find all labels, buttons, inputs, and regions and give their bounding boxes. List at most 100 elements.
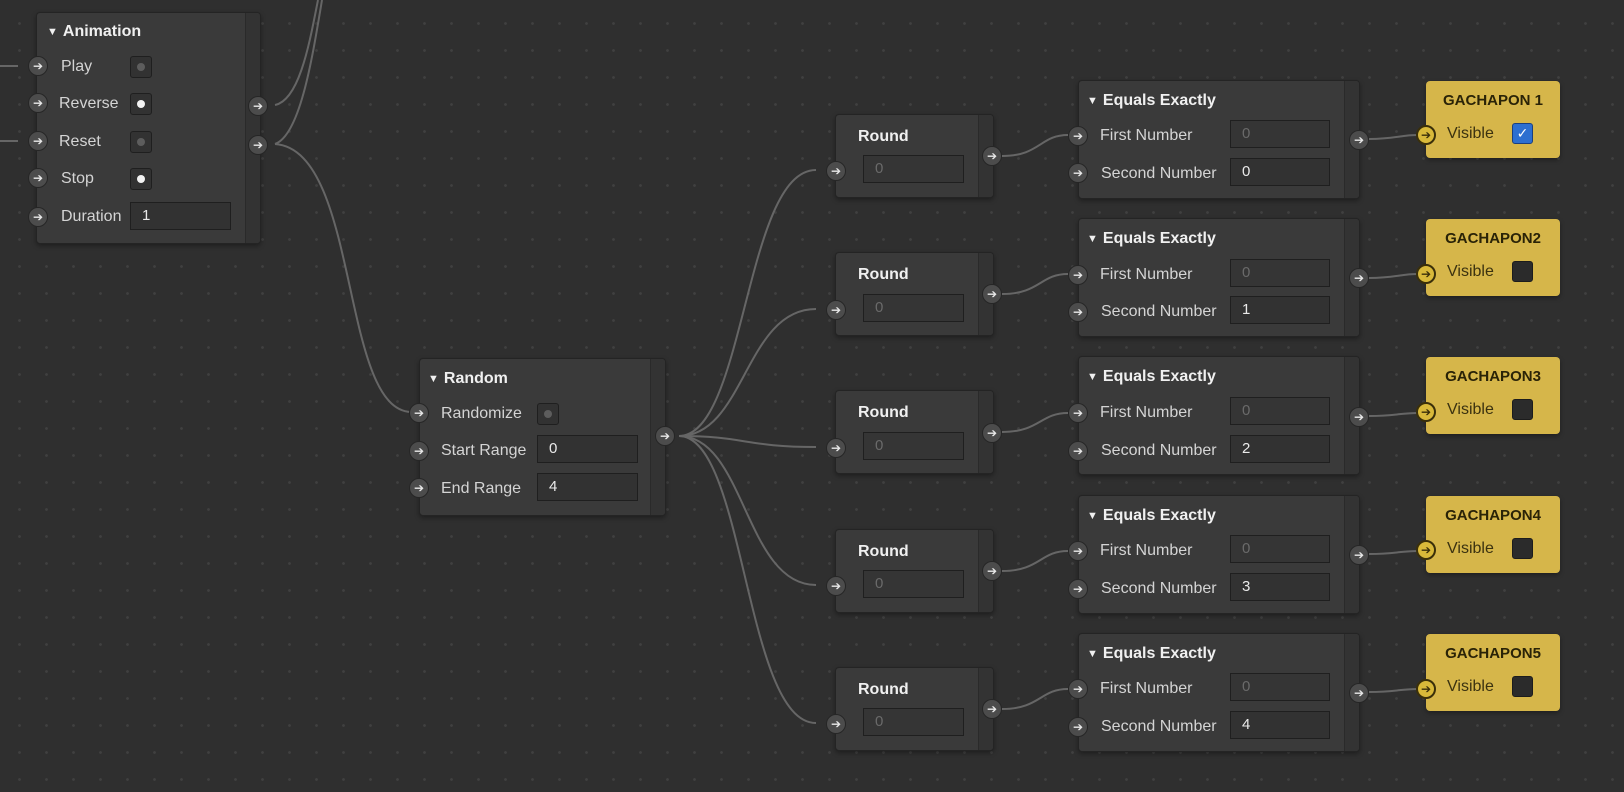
first-number-label: First Number bbox=[1100, 404, 1193, 421]
play-label: Play bbox=[61, 58, 93, 75]
visible-checkbox[interactable] bbox=[1512, 676, 1533, 697]
round-input-port[interactable]: ➔ bbox=[826, 576, 846, 596]
reverse-toggle[interactable] bbox=[130, 93, 152, 115]
stop-input-port[interactable]: ➔ bbox=[28, 168, 48, 188]
gachapon-node-1[interactable]: GACHAPON 1 Visible ✓ bbox=[1426, 81, 1560, 158]
second-number-input-port[interactable]: ➔ bbox=[1068, 717, 1088, 737]
first-number-field[interactable]: 0 bbox=[1230, 120, 1330, 148]
equals-output-port[interactable]: ➔ bbox=[1349, 545, 1369, 565]
wire bbox=[1001, 412, 1069, 433]
animation-output-port-2[interactable]: ➔ bbox=[248, 135, 268, 155]
play-input-port[interactable]: ➔ bbox=[28, 56, 48, 76]
first-number-input-port[interactable]: ➔ bbox=[1068, 265, 1088, 285]
round-output-port[interactable]: ➔ bbox=[982, 561, 1002, 581]
random-output-port[interactable]: ➔ bbox=[655, 426, 675, 446]
second-number-field[interactable]: 2 bbox=[1230, 435, 1330, 463]
round-output-port[interactable]: ➔ bbox=[982, 699, 1002, 719]
first-number-input-port[interactable]: ➔ bbox=[1068, 126, 1088, 146]
second-number-field[interactable]: 3 bbox=[1230, 573, 1330, 601]
wire bbox=[1368, 688, 1419, 693]
triangle-down-icon[interactable]: ▼ bbox=[428, 373, 439, 385]
round-value-field[interactable]: 0 bbox=[863, 155, 964, 183]
equals-output-port[interactable]: ➔ bbox=[1349, 268, 1369, 288]
play-toggle[interactable] bbox=[130, 56, 152, 78]
triangle-down-icon[interactable]: ▼ bbox=[47, 26, 58, 38]
round-output-port[interactable]: ➔ bbox=[982, 423, 1002, 443]
second-number-input-port[interactable]: ➔ bbox=[1068, 579, 1088, 599]
start-range-label: Start Range bbox=[441, 442, 527, 459]
start-range-field[interactable]: 0 bbox=[537, 435, 638, 463]
visible-checkbox[interactable]: ✓ bbox=[1512, 123, 1533, 144]
animation-node-title: ▼Animation bbox=[47, 23, 142, 40]
second-number-field[interactable]: 4 bbox=[1230, 711, 1330, 739]
gachapon-title: GACHAPON2 bbox=[1445, 230, 1541, 247]
first-number-input-port[interactable]: ➔ bbox=[1068, 403, 1088, 423]
round-input-port[interactable]: ➔ bbox=[826, 438, 846, 458]
visible-input-port[interactable]: ➔ bbox=[1416, 125, 1436, 145]
triangle-down-icon[interactable]: ▼ bbox=[1087, 648, 1098, 660]
round-input-port[interactable]: ➔ bbox=[826, 714, 846, 734]
second-number-input-port[interactable]: ➔ bbox=[1068, 163, 1088, 183]
triangle-down-icon[interactable]: ▼ bbox=[1087, 95, 1098, 107]
wire bbox=[678, 435, 817, 448]
gachapon-node-3[interactable]: GACHAPON3 Visible bbox=[1426, 357, 1560, 434]
end-range-field[interactable]: 4 bbox=[537, 473, 638, 501]
round-node-4[interactable]: Round bbox=[835, 529, 994, 613]
round-output-port[interactable]: ➔ bbox=[982, 284, 1002, 304]
triangle-down-icon[interactable]: ▼ bbox=[1087, 371, 1098, 383]
first-number-field[interactable]: 0 bbox=[1230, 673, 1330, 701]
checkmark-icon: ✓ bbox=[1516, 125, 1529, 141]
round-value-field[interactable]: 0 bbox=[863, 570, 964, 598]
wire bbox=[678, 169, 817, 437]
duration-input-port[interactable]: ➔ bbox=[28, 207, 48, 227]
round-value-field[interactable]: 0 bbox=[863, 294, 964, 322]
first-number-field[interactable]: 0 bbox=[1230, 397, 1330, 425]
round-output-port[interactable]: ➔ bbox=[982, 146, 1002, 166]
round-value-field[interactable]: 0 bbox=[863, 708, 964, 736]
visible-checkbox[interactable] bbox=[1512, 261, 1533, 282]
equals-output-port[interactable]: ➔ bbox=[1349, 683, 1369, 703]
triangle-down-icon[interactable]: ▼ bbox=[1087, 510, 1098, 522]
visible-checkbox[interactable] bbox=[1512, 538, 1533, 559]
round-input-port[interactable]: ➔ bbox=[826, 300, 846, 320]
second-number-field[interactable]: 1 bbox=[1230, 296, 1330, 324]
animation-output-port-1[interactable]: ➔ bbox=[248, 96, 268, 116]
reset-label: Reset bbox=[59, 133, 101, 150]
first-number-input-port[interactable]: ➔ bbox=[1068, 679, 1088, 699]
end-range-input-port[interactable]: ➔ bbox=[409, 478, 429, 498]
gachapon-node-5[interactable]: GACHAPON5 Visible bbox=[1426, 634, 1560, 711]
wire bbox=[1001, 273, 1069, 295]
visible-input-port[interactable]: ➔ bbox=[1416, 402, 1436, 422]
reset-input-port[interactable]: ➔ bbox=[28, 131, 48, 151]
wire bbox=[274, 0, 323, 145]
visible-input-port[interactable]: ➔ bbox=[1416, 264, 1436, 284]
gachapon-node-2[interactable]: GACHAPON2 Visible bbox=[1426, 219, 1560, 296]
reverse-input-port[interactable]: ➔ bbox=[28, 93, 48, 113]
equals-output-port[interactable]: ➔ bbox=[1349, 407, 1369, 427]
second-number-input-port[interactable]: ➔ bbox=[1068, 302, 1088, 322]
duration-label: Duration bbox=[61, 208, 122, 225]
start-range-input-port[interactable]: ➔ bbox=[409, 441, 429, 461]
first-number-field[interactable]: 0 bbox=[1230, 259, 1330, 287]
visible-input-port[interactable]: ➔ bbox=[1416, 540, 1436, 560]
stop-toggle[interactable] bbox=[130, 168, 152, 190]
round-input-port[interactable]: ➔ bbox=[826, 161, 846, 181]
randomize-toggle[interactable] bbox=[537, 403, 559, 425]
round-value-field[interactable]: 0 bbox=[863, 432, 964, 460]
visible-checkbox[interactable] bbox=[1512, 399, 1533, 420]
randomize-input-port[interactable]: ➔ bbox=[409, 403, 429, 423]
triangle-down-icon[interactable]: ▼ bbox=[1087, 233, 1098, 245]
round-node-title: Round bbox=[858, 266, 909, 283]
round-node-title: Round bbox=[858, 404, 909, 421]
gachapon-node-4[interactable]: GACHAPON4 Visible bbox=[1426, 496, 1560, 573]
wire bbox=[1368, 134, 1419, 140]
second-number-input-port[interactable]: ➔ bbox=[1068, 441, 1088, 461]
first-number-field[interactable]: 0 bbox=[1230, 535, 1330, 563]
visible-input-port[interactable]: ➔ bbox=[1416, 679, 1436, 699]
reset-toggle[interactable] bbox=[130, 131, 152, 153]
duration-field[interactable]: 1 bbox=[130, 202, 231, 230]
first-number-input-port[interactable]: ➔ bbox=[1068, 541, 1088, 561]
second-number-field[interactable]: 0 bbox=[1230, 158, 1330, 186]
equals-node-title: ▼Equals Exactly bbox=[1087, 645, 1216, 662]
equals-output-port[interactable]: ➔ bbox=[1349, 130, 1369, 150]
